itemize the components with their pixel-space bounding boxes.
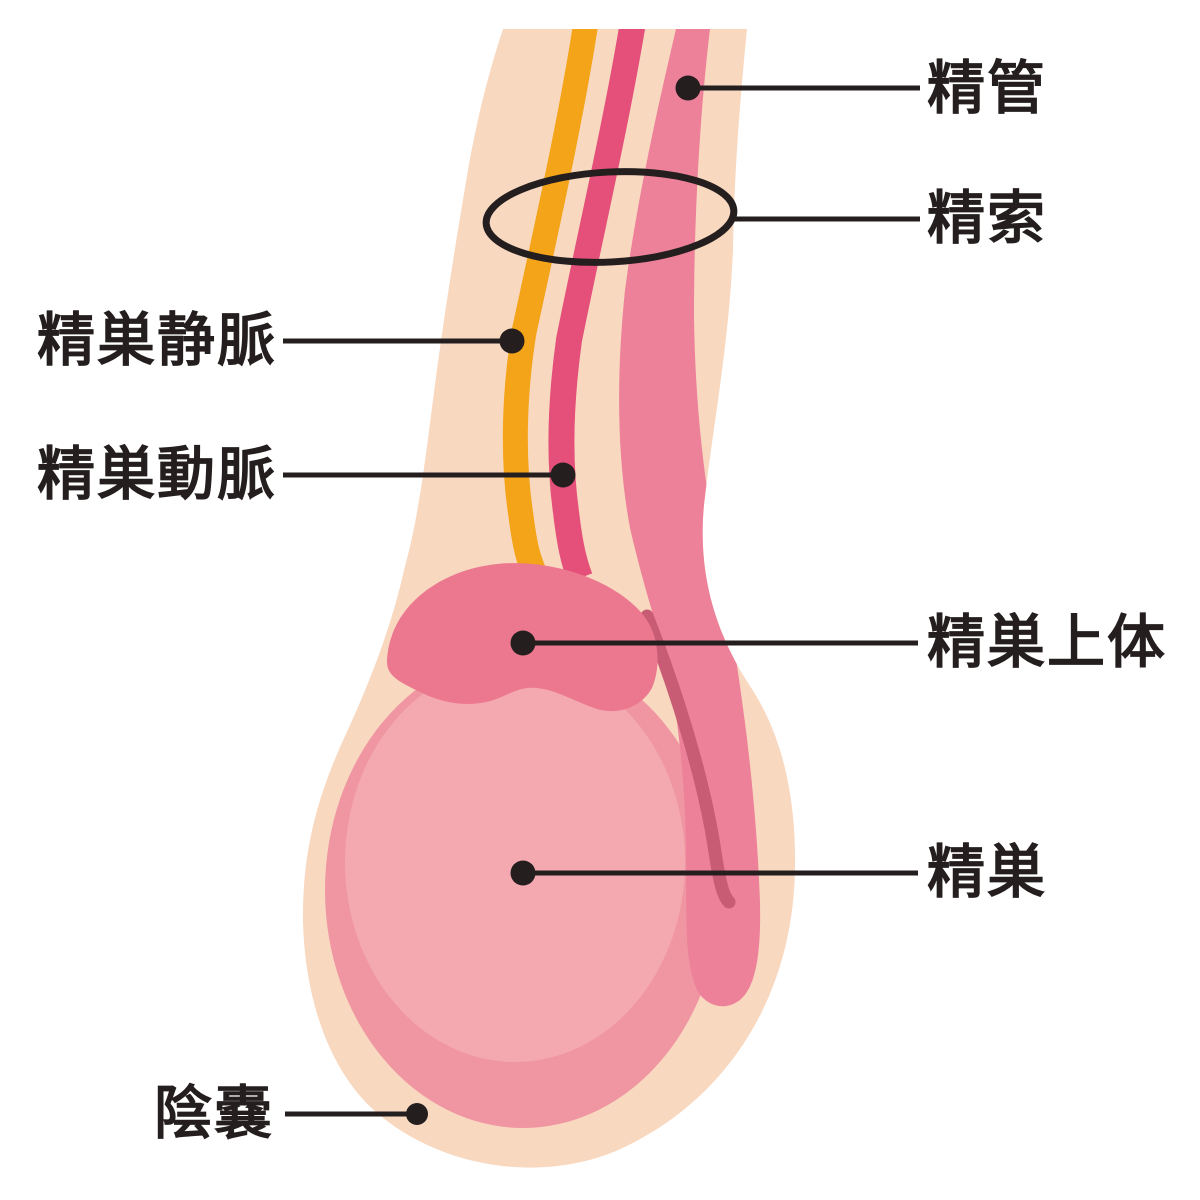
epididymis-duct-line	[640, 609, 736, 909]
testis-inner-shape	[345, 662, 685, 1062]
vas-deferens-band	[619, 29, 761, 1007]
dot-testis	[510, 860, 536, 886]
dot-epididymis	[510, 630, 536, 656]
dot-scrotum	[406, 1103, 428, 1125]
dot-vas-deferens	[675, 75, 701, 101]
spermatic-cord-ellipse	[482, 168, 738, 266]
label-scrotum: 陰嚢	[153, 1081, 274, 1146]
label-testicular-artery: 精巣動脈	[36, 442, 277, 507]
dot-testicular-artery	[550, 462, 576, 488]
label-vas-deferens: 精管	[927, 56, 1048, 121]
label-testicular-vein: 精巣静脈	[36, 308, 277, 373]
testicular-artery-stripe	[548, 29, 646, 583]
testicular-vein-stripe	[502, 29, 599, 580]
label-spermatic-cord: 精索	[927, 186, 1048, 251]
dot-testicular-vein	[499, 328, 525, 354]
label-epididymis: 精巣上体	[927, 610, 1168, 675]
label-testis: 精巣	[927, 840, 1048, 905]
